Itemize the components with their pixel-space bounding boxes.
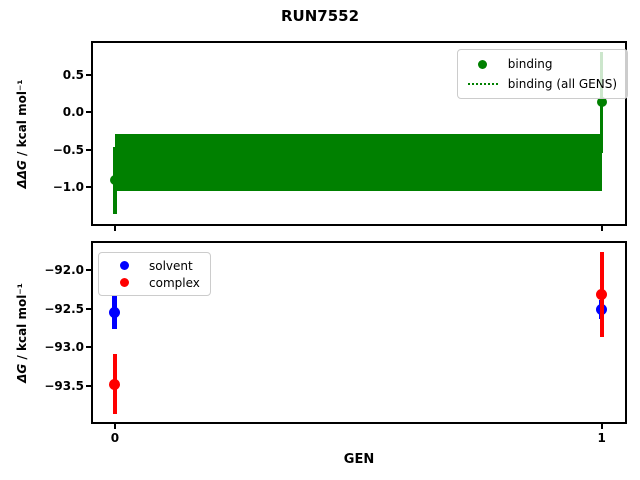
complex-dot-icon [119, 278, 129, 287]
y-tick-mark [86, 111, 91, 114]
legend-label-solvent: solvent [149, 258, 193, 273]
complex-point-gen1 [596, 289, 608, 301]
y-tick-label: 0.0 [62, 105, 84, 120]
solvent-dot-icon [119, 261, 129, 270]
x-tick-label: 0 [110, 431, 120, 445]
y-tick-mark [86, 346, 91, 349]
figure-title: RUN7552 [280, 7, 360, 25]
binding-point-gen0 [109, 175, 120, 186]
legend-row-binding: binding [468, 54, 617, 74]
top-axes: binding binding (all GENS) [91, 41, 628, 226]
legend-marker-cell [109, 261, 139, 270]
x-tick-mark [113, 226, 116, 231]
legend-marker-cell [468, 59, 498, 69]
legend-row-binding-all-gens: binding (all GENS) [467, 74, 617, 94]
x-tick-mark [600, 226, 603, 231]
x-axis-label: GEN [343, 452, 375, 467]
y-tick-mark [86, 186, 91, 189]
solvent-point-gen0 [109, 306, 121, 318]
y-tick-mark [86, 269, 91, 271]
bottom-y-axis-label: ΔG / kcal mol⁻¹ [15, 283, 29, 383]
legend-marker-cell [109, 278, 139, 287]
y-tick-mark [86, 73, 91, 76]
complex-point-gen0 [109, 378, 121, 390]
x-tick-mark [113, 424, 116, 429]
legend-row-complex: complex [109, 274, 200, 291]
binding-dot-icon [478, 59, 488, 69]
y-tick-mark [86, 148, 91, 151]
legend-marker-cell [467, 83, 498, 85]
legend-label-binding-all-gens: binding (all GENS) [507, 77, 617, 91]
binding-all-gens-band [114, 133, 602, 191]
y-tick-label: −93.0 [44, 340, 84, 355]
y-tick-mark [86, 307, 91, 310]
y-tick-label: −93.5 [44, 378, 84, 393]
legend-label-binding: binding [507, 57, 553, 71]
bottom-legend: solvent complex [98, 252, 211, 296]
y-tick-label: −92.5 [44, 301, 84, 316]
binding-all-gens-dotted-line-icon [467, 83, 498, 85]
y-tick-label: −92.0 [44, 263, 84, 277]
legend-row-solvent: solvent [109, 257, 200, 274]
bottom-axes: solvent complex [91, 241, 627, 424]
y-tick-mark [86, 384, 91, 387]
y-tick-label: 0.5 [62, 67, 84, 82]
x-tick-mark [600, 424, 603, 429]
top-y-axis-label: ΔΔG / kcal mol⁻¹ [15, 79, 29, 188]
y-tick-label: −1.0 [52, 180, 84, 195]
x-tick-label: 1 [597, 431, 606, 445]
legend-label-complex: complex [149, 275, 200, 290]
binding-point-gen1 [596, 97, 607, 108]
y-tick-label: −0.5 [52, 142, 84, 157]
top-legend: binding binding (all GENS) [456, 49, 628, 99]
